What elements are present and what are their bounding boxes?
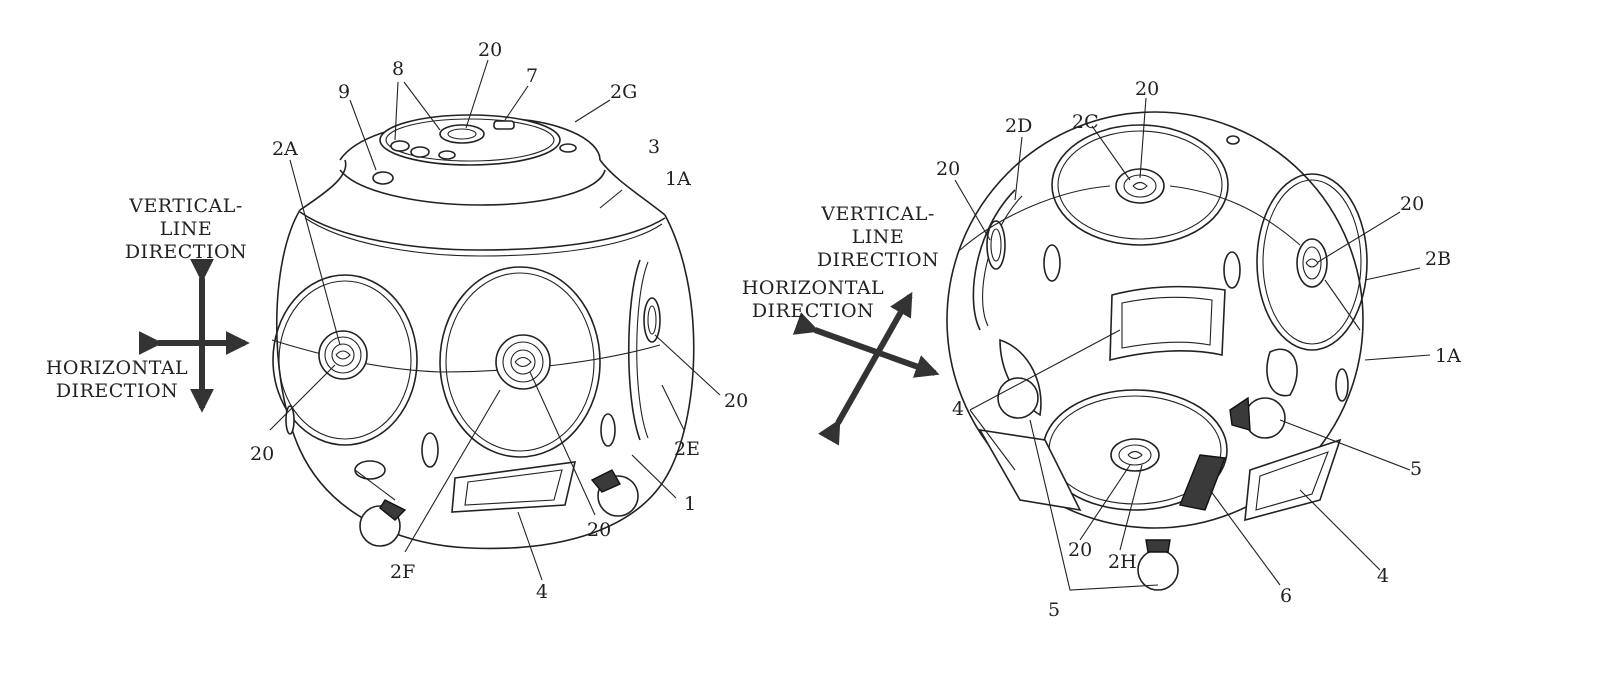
right-direction-arrows	[792, 291, 940, 446]
left-horizontal-1: HORIZONTAL	[46, 357, 188, 379]
left-horizontal-2: DIRECTION	[56, 380, 178, 402]
left-direction-arrows	[138, 258, 250, 413]
right-horizontal-2: DIRECTION	[752, 300, 874, 322]
label-r-5-a: 5	[1410, 458, 1422, 480]
label-20-a: 20	[250, 443, 274, 465]
label-r-20-bottom: 20	[1068, 539, 1092, 561]
label-r-20-left: 20	[936, 158, 960, 180]
label-2F: 2F	[390, 561, 415, 583]
label-1: 1	[684, 493, 696, 515]
label-r-2D: 2D	[1005, 115, 1032, 137]
left-reference-labels: 8 20 7 9 2G 2A 3 1A 20 20 2E 1 20 2F 4	[250, 39, 748, 603]
label-r-2B: 2B	[1425, 248, 1451, 270]
label-r-4-a: 4	[952, 398, 964, 420]
left-camera-body	[271, 114, 695, 550]
label-r-5-b: 5	[1048, 599, 1060, 621]
label-1A: 1A	[665, 168, 691, 190]
label-r-4-b: 4	[1377, 565, 1389, 587]
right-vertical-3: DIRECTION	[817, 249, 939, 271]
left-vertical-2: LINE	[160, 218, 213, 240]
label-20-b: 20	[724, 390, 748, 412]
label-3: 3	[648, 136, 660, 158]
right-camera-body	[946, 111, 1368, 591]
label-2A: 2A	[272, 138, 298, 160]
right-vertical-2: LINE	[852, 226, 905, 248]
label-8: 8	[392, 58, 404, 80]
label-20-top: 20	[478, 39, 502, 61]
right-horizontal-1: HORIZONTAL	[742, 277, 884, 299]
left-vertical-3: DIRECTION	[125, 241, 247, 263]
label-9: 9	[338, 81, 350, 103]
right-leader-lines	[954, 97, 1431, 591]
right-reference-labels: 20 2C 2D 20 20 2B 1A 4 5 20 2H 6 4 5	[936, 78, 1461, 621]
left-direction-texts: VERTICAL- LINE DIRECTION HORIZONTAL DIRE…	[46, 195, 247, 402]
label-2E: 2E	[674, 438, 700, 460]
label-2G: 2G	[610, 81, 637, 103]
right-vertical-1: VERTICAL-	[820, 203, 935, 225]
label-r-20-top: 20	[1135, 78, 1159, 100]
label-20-c: 20	[587, 519, 611, 541]
label-4: 4	[536, 581, 548, 603]
label-r-2C: 2C	[1072, 111, 1099, 133]
label-r-2H: 2H	[1108, 551, 1137, 573]
label-r-20-right: 20	[1400, 193, 1424, 215]
label-7: 7	[526, 65, 538, 87]
left-leader-lines	[269, 59, 721, 581]
label-r-6: 6	[1280, 585, 1292, 607]
label-r-1A: 1A	[1435, 345, 1461, 367]
left-vertical-1: VERTICAL-	[128, 195, 243, 217]
right-direction-texts: VERTICAL- LINE DIRECTION HORIZONTAL DIRE…	[742, 203, 939, 322]
